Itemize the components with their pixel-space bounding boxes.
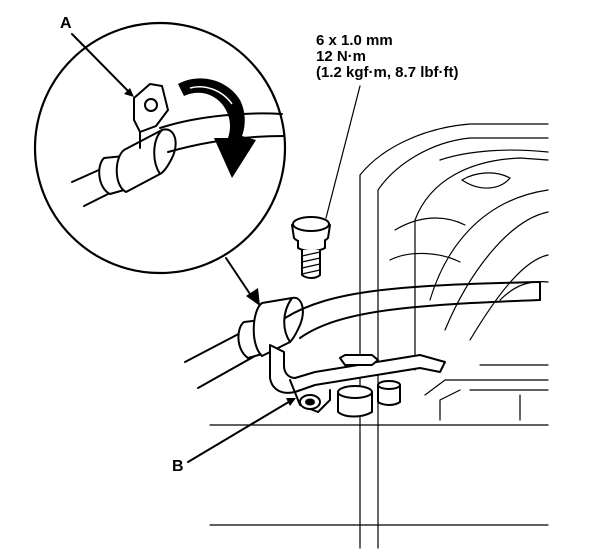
- callout-b-label: B: [172, 458, 184, 475]
- torque-spec: 6 x 1.0 mm 12 N·m (1.2 kgf·m, 8.7 lbf·ft…: [316, 33, 459, 81]
- torque-alt-units: (1.2 kgf·m, 8.7 lbf·ft): [316, 64, 459, 81]
- mounting-bolt: [291, 216, 331, 279]
- bracket-b: [269, 344, 446, 418]
- callout-a-leader: [71, 33, 133, 96]
- spec-leader-line: [325, 85, 361, 219]
- detail-connector-arrow: [225, 257, 260, 306]
- torque-nm: 12 N·m: [316, 48, 367, 65]
- rotation-arrow-icon: [178, 78, 256, 178]
- housing-outline: [209, 123, 549, 549]
- grommet: [237, 296, 304, 359]
- detail-view: [33, 21, 287, 275]
- thread-size: 6 x 1.0 mm: [316, 32, 393, 49]
- callout-b-leader: [187, 399, 293, 463]
- callout-a-label: A: [60, 15, 72, 32]
